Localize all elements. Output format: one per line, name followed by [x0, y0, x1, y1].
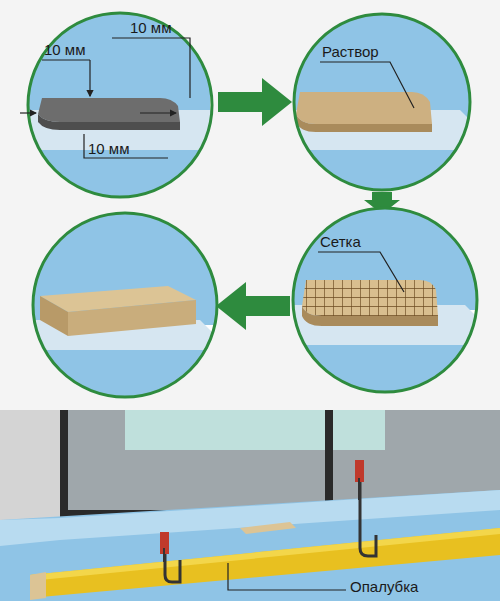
dimension-label: 10 мм	[130, 19, 171, 37]
part-label: Опалубка	[350, 578, 418, 596]
dimension-label: 10 мм	[88, 140, 129, 158]
dimension-label: 10 мм	[44, 41, 85, 59]
part-label: Раствор	[322, 43, 379, 61]
part-label: Сетка	[320, 233, 361, 251]
